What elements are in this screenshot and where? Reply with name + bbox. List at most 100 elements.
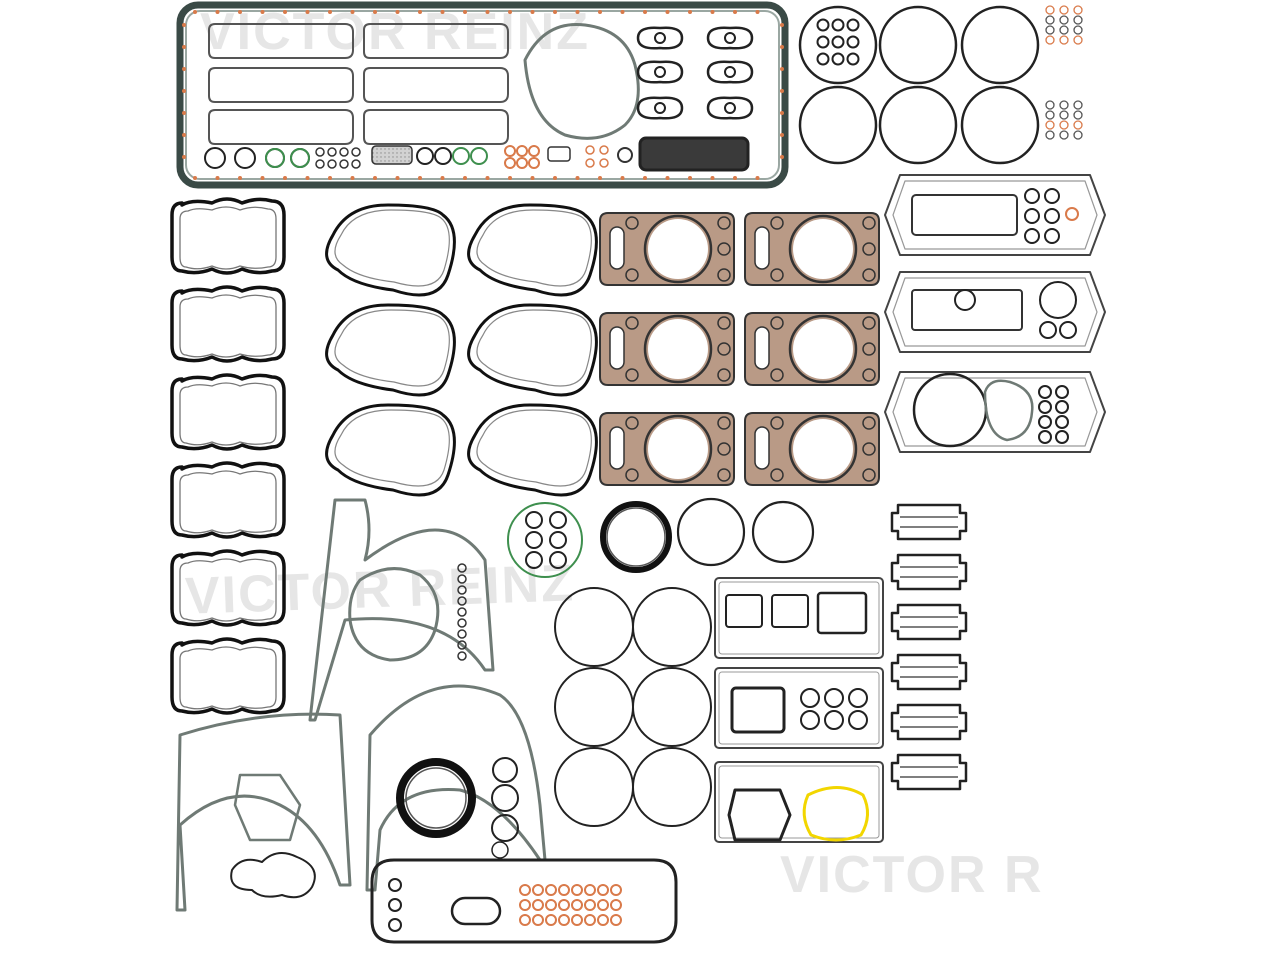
- bolt-hole: [862, 468, 876, 482]
- bolt-hole: [440, 10, 445, 14]
- oil-pan-gasket-inner: [185, 10, 780, 180]
- o-ring: [800, 688, 820, 708]
- o-ring: [1024, 228, 1040, 244]
- o-ring: [388, 918, 402, 932]
- bolt-hole: [688, 176, 692, 180]
- bolt-hole: [350, 176, 355, 180]
- rocker-cover-gasket-inner: [476, 209, 592, 287]
- water-passage: [754, 326, 770, 370]
- rocker-cover-gasket: [467, 303, 598, 397]
- water-passage: [609, 426, 625, 470]
- exhaust-gasket: [636, 96, 684, 120]
- orange-seal: [599, 145, 609, 155]
- rocker-cover-gasket-inner: [476, 409, 592, 487]
- bolt-hole: [260, 176, 265, 180]
- bolt-hole: [862, 216, 876, 230]
- o-ring: [816, 35, 830, 49]
- valve-cover-gasket: [170, 637, 286, 715]
- liner-ring: [960, 85, 1040, 165]
- bolt-hole: [598, 176, 602, 180]
- o-ring: [549, 531, 567, 549]
- o-ring: [846, 35, 860, 49]
- o-ring: [1059, 5, 1069, 15]
- bolt-hole: [215, 10, 220, 14]
- bolt-hole: [770, 368, 784, 382]
- o-ring: [1059, 120, 1069, 130]
- orange-seal: [545, 899, 557, 911]
- orange-seal: [1065, 207, 1079, 221]
- o-ring: [491, 814, 519, 842]
- bolt-hole: [575, 176, 580, 180]
- orange-seal: [585, 145, 595, 155]
- o-ring: [1073, 100, 1083, 110]
- manifold-gasket: [890, 653, 968, 691]
- liner-ring: [960, 5, 1040, 85]
- flange-plate-gasket: [714, 761, 884, 843]
- rear-crank-seal-inner: [405, 767, 467, 829]
- orange-seal: [599, 158, 609, 168]
- exhaust-port: [724, 102, 736, 114]
- combustion-ring: [643, 214, 713, 284]
- flange-plate-inner: [718, 581, 880, 655]
- orange-seal: [504, 145, 516, 157]
- bolt-hole: [625, 316, 639, 330]
- bolt-hole: [625, 216, 639, 230]
- bolt-hole: [862, 368, 876, 382]
- bolt-hole: [780, 23, 784, 27]
- o-ring: [457, 585, 467, 595]
- bolt-hole: [862, 242, 876, 256]
- o-ring: [831, 52, 845, 66]
- bolt-hole: [530, 176, 535, 180]
- orange-seal: [610, 899, 622, 911]
- orange-seal: [519, 899, 531, 911]
- rocker-cover-gasket-inner: [334, 409, 450, 487]
- orange-seal: [558, 914, 570, 926]
- flange-plate-gasket: [714, 667, 884, 749]
- orange-seal: [532, 914, 544, 926]
- bolt-hole: [238, 10, 242, 14]
- o-ring: [1039, 281, 1077, 319]
- exhaust-port: [724, 66, 736, 78]
- combustion-ring: [788, 214, 858, 284]
- valve-cover-gasket-inner: [179, 558, 277, 622]
- bolt-hole: [182, 111, 186, 115]
- o-ring: [457, 563, 467, 573]
- rocker-gasket: [363, 67, 509, 103]
- o-ring: [848, 710, 868, 730]
- small-gasket: [547, 146, 571, 162]
- bolt-hole: [305, 10, 310, 14]
- bolt-hole: [182, 45, 186, 49]
- o-ring: [388, 878, 402, 892]
- o-ring: [434, 147, 452, 165]
- bolt-hole: [395, 176, 400, 180]
- o-ring: [1039, 321, 1057, 339]
- orange-seal: [571, 914, 583, 926]
- bolt-hole: [717, 268, 731, 282]
- bolt-hole: [717, 316, 731, 330]
- bolt-hole: [862, 342, 876, 356]
- pump-gasket: [983, 379, 1034, 442]
- bolt-hole: [620, 176, 625, 180]
- bolt-hole: [625, 416, 639, 430]
- o-ring: [816, 52, 830, 66]
- liner-ring: [632, 587, 712, 667]
- bolt-hole: [238, 176, 242, 180]
- o-ring: [351, 147, 361, 157]
- orange-seal: [571, 899, 583, 911]
- bolt-hole: [625, 368, 639, 382]
- bolt-hole: [182, 89, 186, 93]
- bolt-hole: [780, 67, 784, 71]
- o-ring: [831, 35, 845, 49]
- bolt-hole: [373, 176, 377, 180]
- bolt-hole: [780, 155, 784, 159]
- bolt-hole: [182, 155, 186, 159]
- exhaust-port: [654, 102, 666, 114]
- bolt-hole: [193, 10, 197, 14]
- bolt-hole: [625, 268, 639, 282]
- o-ring: [549, 551, 567, 569]
- bolt-hole: [780, 111, 784, 115]
- valve-cover-gasket-inner: [179, 382, 277, 446]
- bolt-hole: [193, 176, 197, 180]
- exhaust-gasket: [706, 26, 754, 50]
